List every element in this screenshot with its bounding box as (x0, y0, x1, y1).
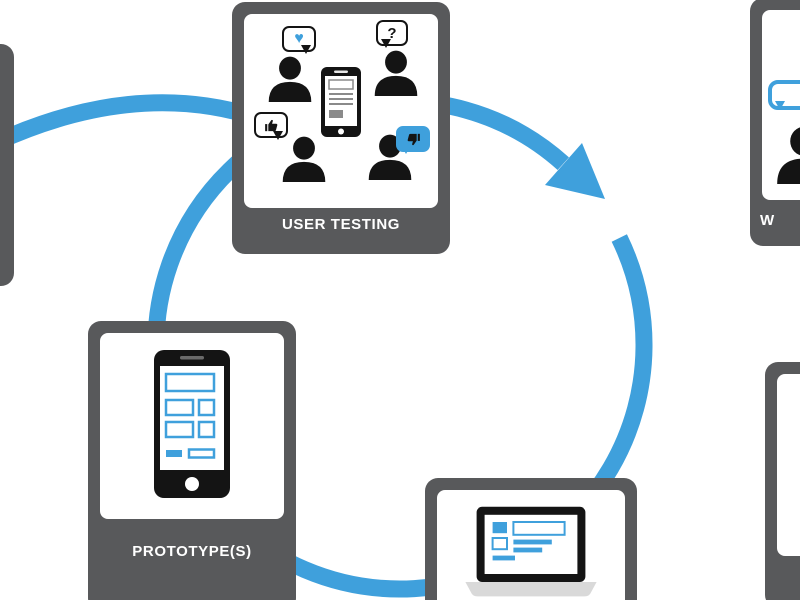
prototypes-card: PROTOTYPE(S) (88, 321, 296, 600)
person-icon (266, 56, 314, 102)
laptop-panel (437, 490, 625, 600)
user-testing-label: USER TESTING (281, 216, 401, 233)
laptop-icon (451, 506, 611, 600)
speech-bubble: ♥ (282, 26, 316, 54)
heart-icon: ♥ (294, 30, 304, 47)
partial-card-right-bottom (765, 362, 800, 600)
user-testing-panel: ♥ ? (244, 14, 438, 208)
prototypes-label: PROTOTYPE(S) (132, 543, 252, 560)
partial-card-left (0, 44, 14, 286)
prototypes-panel (100, 333, 284, 519)
speech-bubble (254, 112, 288, 140)
prototype-phone-icon (153, 349, 231, 499)
flow-arrowhead-icon (545, 143, 605, 199)
phone-icon (320, 66, 362, 138)
partial-card-right-bottom-panel (777, 374, 800, 556)
thumbs-down-icon (407, 133, 420, 145)
partial-card-right-top-label: W (760, 212, 775, 229)
question-mark-icon: ? (387, 24, 397, 42)
partial-card-right-top-panel (762, 10, 800, 200)
speech-bubble (768, 80, 800, 110)
person-icon (372, 50, 420, 96)
partial-card-right-top: W (750, 0, 800, 246)
connector-arc (0, 94, 261, 150)
person-icon (280, 136, 328, 182)
thumbs-up-icon (264, 119, 277, 131)
laptop-card (425, 478, 637, 600)
person-icon (366, 134, 414, 180)
user-testing-card: ♥ ? USER TESTING (232, 2, 450, 254)
person-icon (774, 126, 800, 184)
speech-bubble (396, 126, 430, 154)
speech-bubble: ? (376, 20, 408, 48)
